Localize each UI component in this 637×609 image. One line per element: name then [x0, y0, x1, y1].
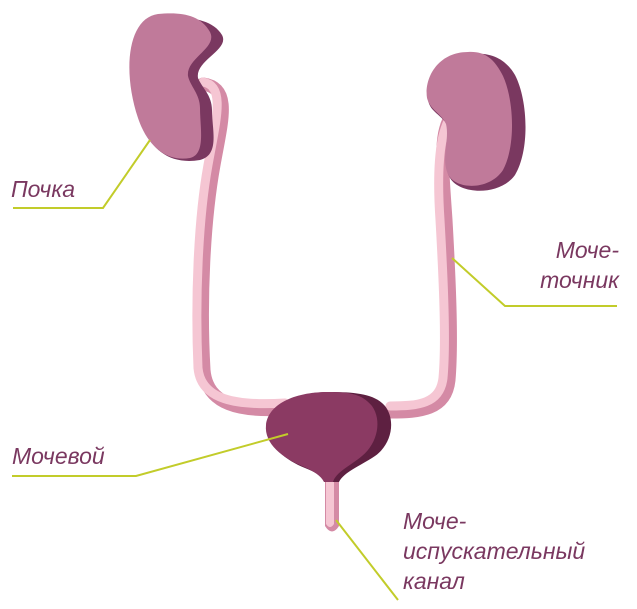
urethra-label-line-3: канал	[403, 566, 585, 596]
ureter-label-line-1: Моче-	[509, 235, 619, 265]
urethra-label-line-2: испускательный	[403, 536, 585, 566]
urethra	[325, 476, 339, 532]
urethra-label-line-1: Моче-	[403, 506, 585, 536]
ureter-label-line-2: точник	[509, 265, 619, 295]
bladder-label: Мочевой	[12, 441, 105, 471]
bladder-label-text: Мочевой	[12, 441, 105, 471]
kidney-label-text: Почка	[11, 174, 75, 204]
ureter-label: Моче- точник	[509, 235, 619, 295]
bladder	[266, 392, 391, 482]
urethra-leader-line	[336, 520, 398, 600]
kidney-label: Почка	[11, 174, 75, 204]
urethra-label: Моче- испускательный канал	[403, 506, 585, 596]
